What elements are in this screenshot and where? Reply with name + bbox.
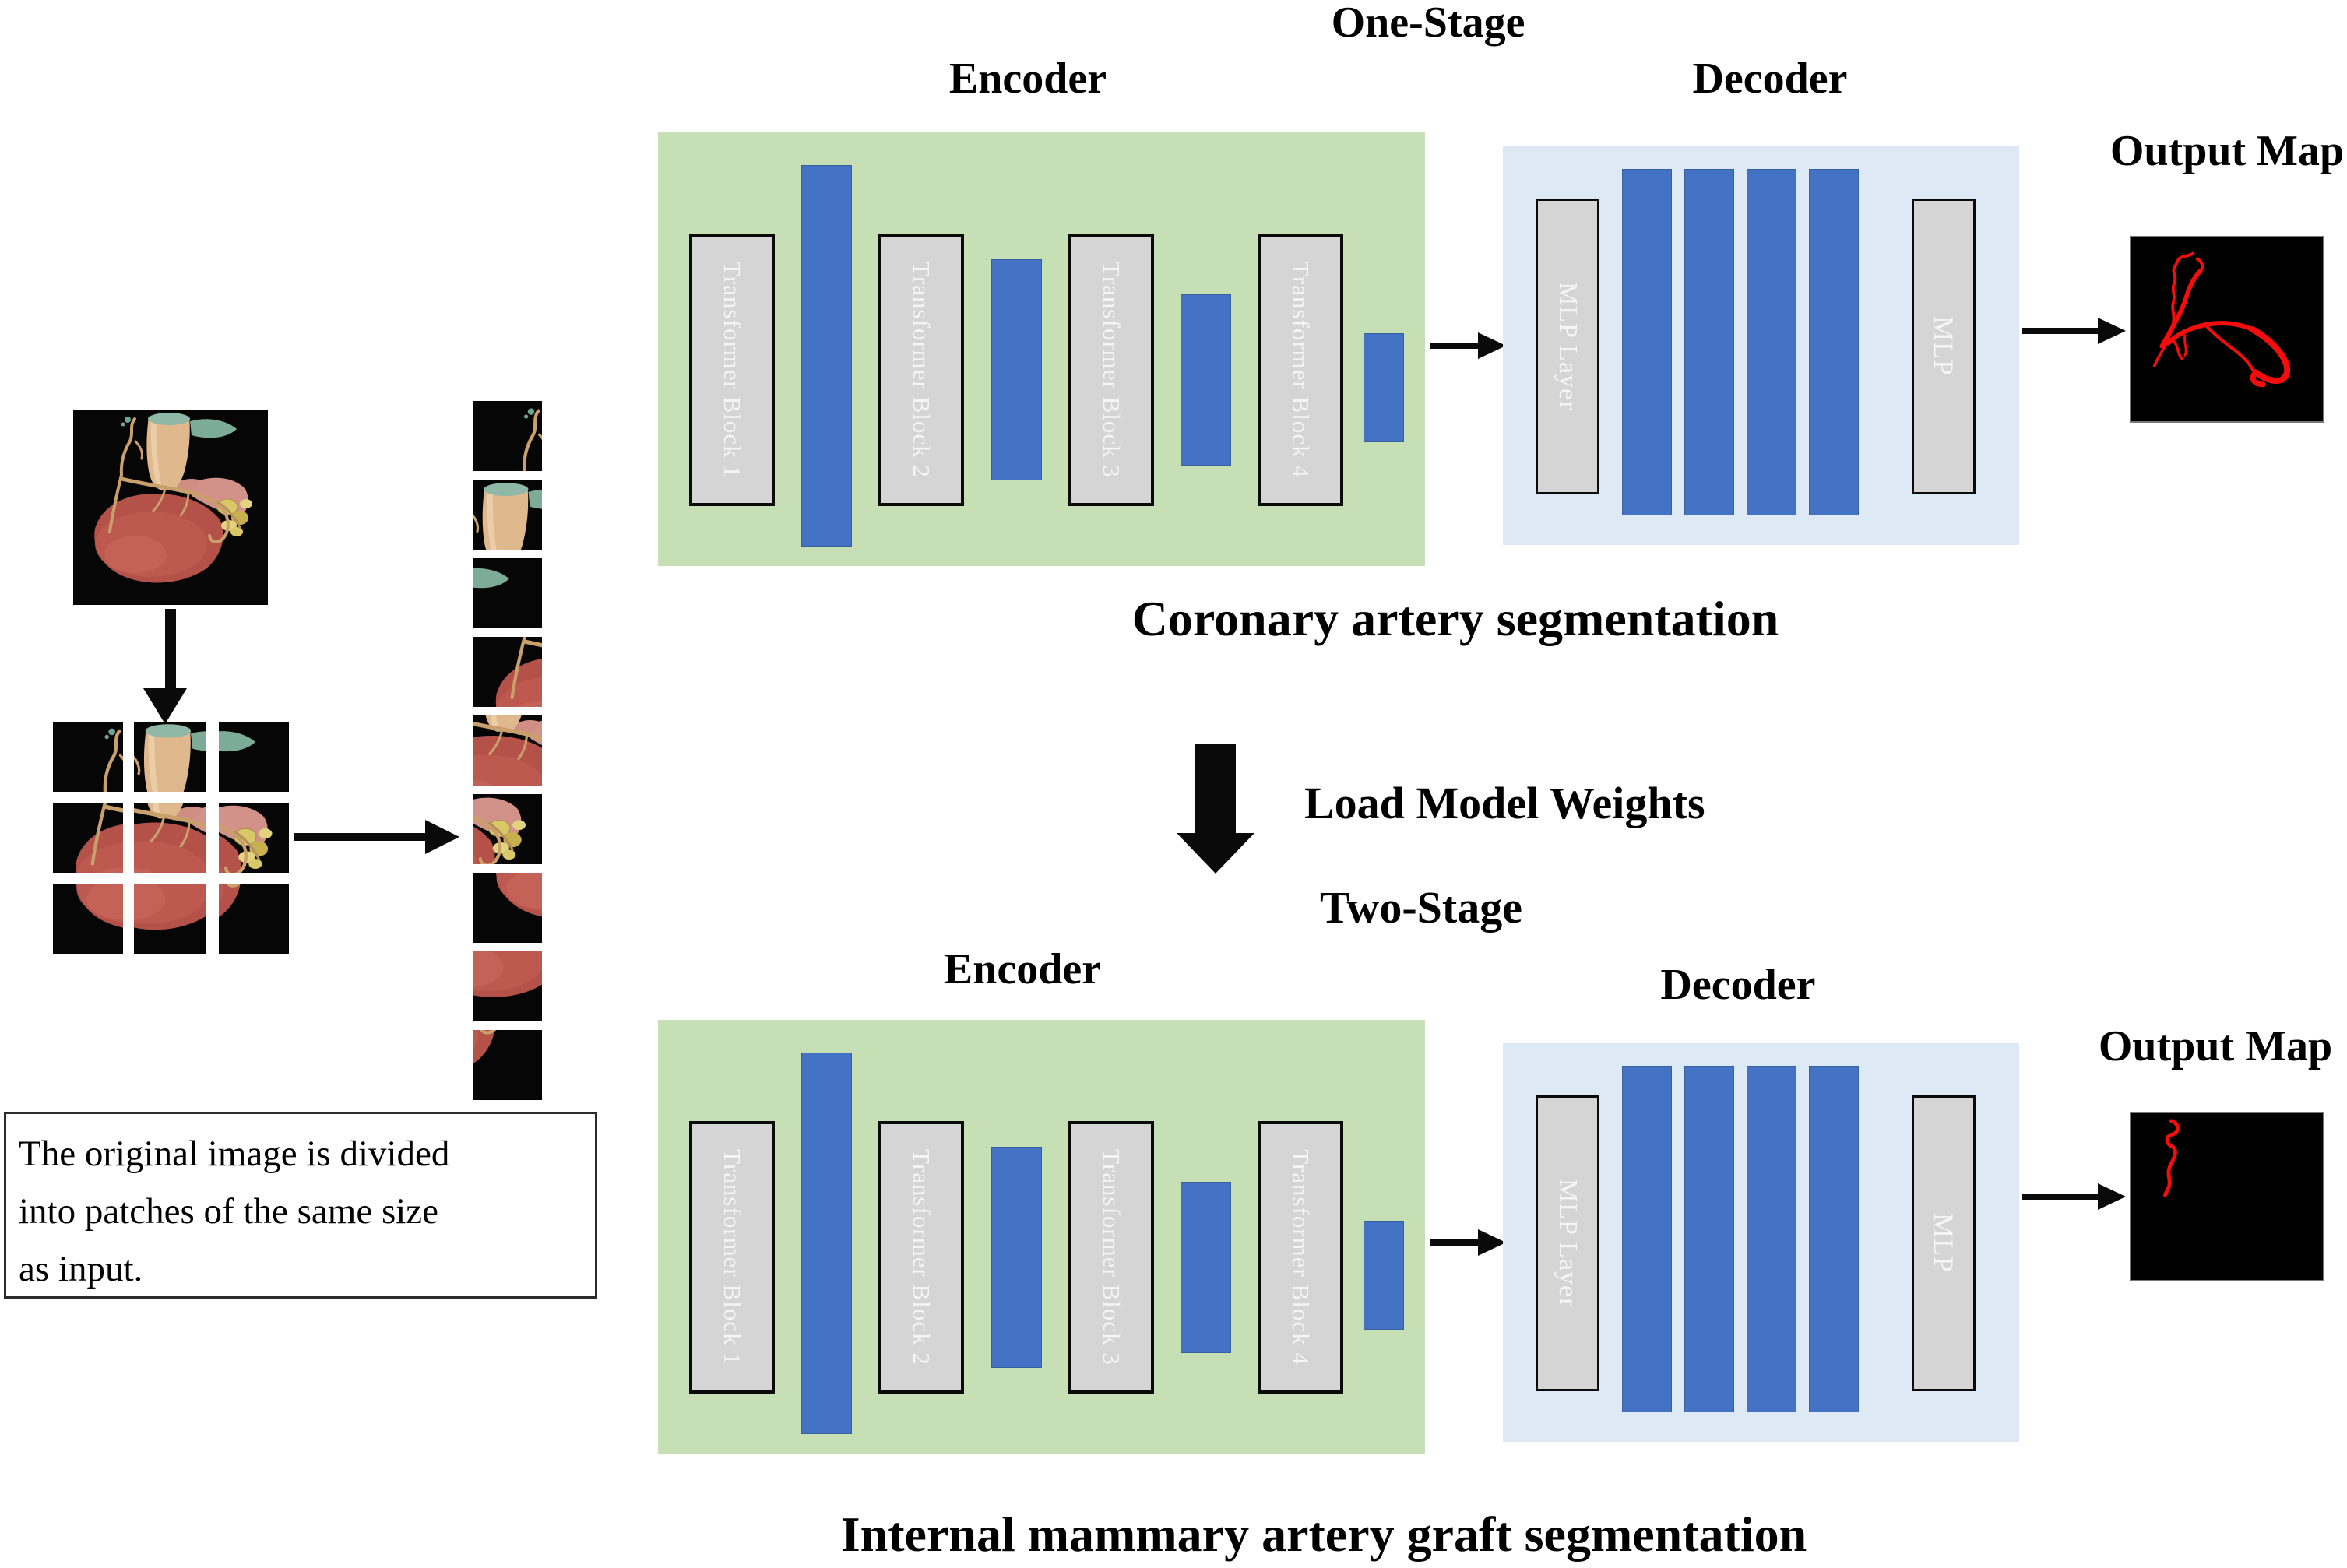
stage1-output-map-label: Output Map (2109, 127, 2345, 175)
stage2-feature-bar-2 (991, 1147, 1042, 1368)
stage2-decoder-bar-3 (1747, 1066, 1796, 1412)
stage2-mlp-block: MLP (1912, 1095, 1976, 1391)
stage1-feature-bar-4 (1364, 333, 1404, 442)
stage2-arrow-encoder-to-decoder-shaft (1430, 1239, 1480, 1246)
stage1-decoder-bar-4 (1809, 169, 1859, 515)
patch-cell-r1c0 (53, 803, 123, 873)
stage1-decoder-label: Decoder (1692, 54, 1848, 103)
stage1-arrow-decoder-to-output-shaft (2022, 328, 2099, 334)
patch-cell-r2c1 (134, 884, 206, 954)
graft-segmentation-mask (2163, 1119, 2180, 1197)
stage1-transformer-block-3-label: Transformer Block 3 (1098, 262, 1125, 478)
sequence-patch-4 (473, 637, 542, 707)
patch-description-line1: The original image is divided (19, 1134, 450, 1174)
stage2-transformer-block-1-label: Transformer Block 1 (719, 1149, 746, 1366)
original-heart-image (73, 410, 268, 605)
stage1-transformer-block-2: Transformer Block 2 (878, 234, 964, 506)
coronary-segmentation-mask (2152, 251, 2291, 388)
stage2-decoder-label: Decoder (1660, 961, 1816, 1009)
arrow-grid-to-sequence-head (425, 820, 459, 854)
stage2-output-map-label: Output Map (2098, 1022, 2333, 1071)
stage2-decoder-bar-4 (1809, 1066, 1859, 1412)
patch-cell-r0c0 (53, 722, 123, 792)
patch-cell-r0c2 (219, 722, 289, 792)
stage1-transformer-block-2-label: Transformer Block 2 (908, 262, 935, 478)
stage2-transformer-block-1: Transformer Block 1 (689, 1121, 775, 1394)
stage1-encoder-label: Encoder (948, 54, 1107, 103)
stage1-mlp-label: MLP (1928, 316, 1959, 377)
patch-description-line3: as input. (19, 1249, 143, 1289)
stage2-output-map-image (2130, 1112, 2324, 1281)
sequence-patch-9 (473, 1030, 542, 1100)
one-stage-title: One-Stage (1331, 0, 1525, 47)
stage1-decoder-bar-2 (1684, 169, 1734, 515)
stage2-decoder-bar-1 (1622, 1066, 1672, 1412)
load-model-weights-label: Load Model Weights (1304, 778, 1705, 828)
patch-description-line2: into patches of the same size (19, 1191, 439, 1232)
stage1-output-map-image (2130, 236, 2324, 423)
stage2-transformer-block-3-label: Transformer Block 3 (1098, 1149, 1125, 1366)
stage1-transformer-block-1-label: Transformer Block 1 (719, 262, 746, 478)
stage2-caption: Internal mammary artery graft segmentati… (840, 1506, 1807, 1562)
stage1-feature-bar-1 (801, 165, 852, 547)
patch-cell-r2c0 (53, 884, 123, 954)
patch-cell-r1c1 (134, 803, 206, 873)
stage1-mlp-layer-label: MLP Layer (1554, 282, 1582, 411)
arrow-image-to-patches-shaft (165, 609, 176, 690)
stage2-mlp-layer-label: MLP Layer (1554, 1179, 1582, 1308)
arrow-grid-to-sequence-shaft (294, 833, 427, 841)
sequence-patch-2 (473, 480, 542, 550)
stage1-transformer-block-3: Transformer Block 3 (1068, 234, 1154, 506)
sequence-patch-8 (473, 951, 542, 1021)
sequence-patch-6 (473, 794, 542, 864)
stage2-transformer-block-4-label: Transformer Block 4 (1287, 1149, 1314, 1366)
stage1-decoder-bar-1 (1622, 169, 1672, 515)
stage1-feature-bar-3 (1181, 294, 1231, 466)
stage2-encoder-label: Encoder (943, 945, 1102, 993)
sequence-patch-1 (473, 401, 542, 471)
stage2-feature-bar-3 (1181, 1182, 1231, 1353)
stage2-decoder-bar-2 (1684, 1066, 1734, 1412)
stage2-arrow-encoder-to-decoder-head (1478, 1229, 1506, 1256)
sequence-patch-5 (473, 715, 542, 786)
stage1-arrow-encoder-to-decoder-shaft (1430, 343, 1480, 349)
stage2-feature-bar-4 (1364, 1221, 1404, 1330)
load-weights-arrow-head (1177, 833, 1254, 874)
stage1-arrow-decoder-to-output-head (2098, 318, 2126, 344)
patch-cell-r1c2 (219, 803, 289, 873)
two-stage-title: Two-Stage (1320, 882, 1522, 933)
patch-description-box: The original image is divided into patch… (4, 1112, 597, 1299)
sequence-patch-3 (473, 558, 542, 628)
stage2-arrow-decoder-to-output-shaft (2022, 1194, 2099, 1200)
stage1-arrow-encoder-to-decoder-head (1478, 332, 1506, 359)
stage1-decoder-bar-3 (1747, 169, 1796, 515)
stage2-mlp-layer-block: MLP Layer (1536, 1095, 1599, 1391)
stage2-mlp-label: MLP (1928, 1213, 1959, 1274)
stage2-feature-bar-1 (801, 1053, 852, 1434)
stage1-caption: Coronary artery segmentation (1131, 591, 1779, 646)
patch-cell-r2c2 (219, 884, 289, 954)
load-weights-arrow-shaft (1195, 744, 1236, 834)
stage2-transformer-block-2-label: Transformer Block 2 (908, 1149, 935, 1366)
stage2-transformer-block-4: Transformer Block 4 (1258, 1121, 1343, 1394)
sequence-patch-7 (473, 873, 542, 943)
stage1-feature-bar-2 (991, 259, 1042, 480)
patch-cell-r0c1 (134, 722, 206, 792)
stage1-mlp-layer-block: MLP Layer (1536, 199, 1599, 494)
stage2-transformer-block-2: Transformer Block 2 (878, 1121, 964, 1394)
stage1-transformer-block-4-label: Transformer Block 4 (1287, 262, 1314, 478)
stage1-transformer-block-1: Transformer Block 1 (689, 234, 775, 506)
stage1-transformer-block-4: Transformer Block 4 (1258, 234, 1343, 506)
stage1-mlp-block: MLP (1912, 199, 1976, 494)
stage2-transformer-block-3: Transformer Block 3 (1068, 1121, 1154, 1394)
stage2-arrow-decoder-to-output-head (2098, 1183, 2126, 1210)
arrow-image-to-patches-head (143, 688, 187, 724)
